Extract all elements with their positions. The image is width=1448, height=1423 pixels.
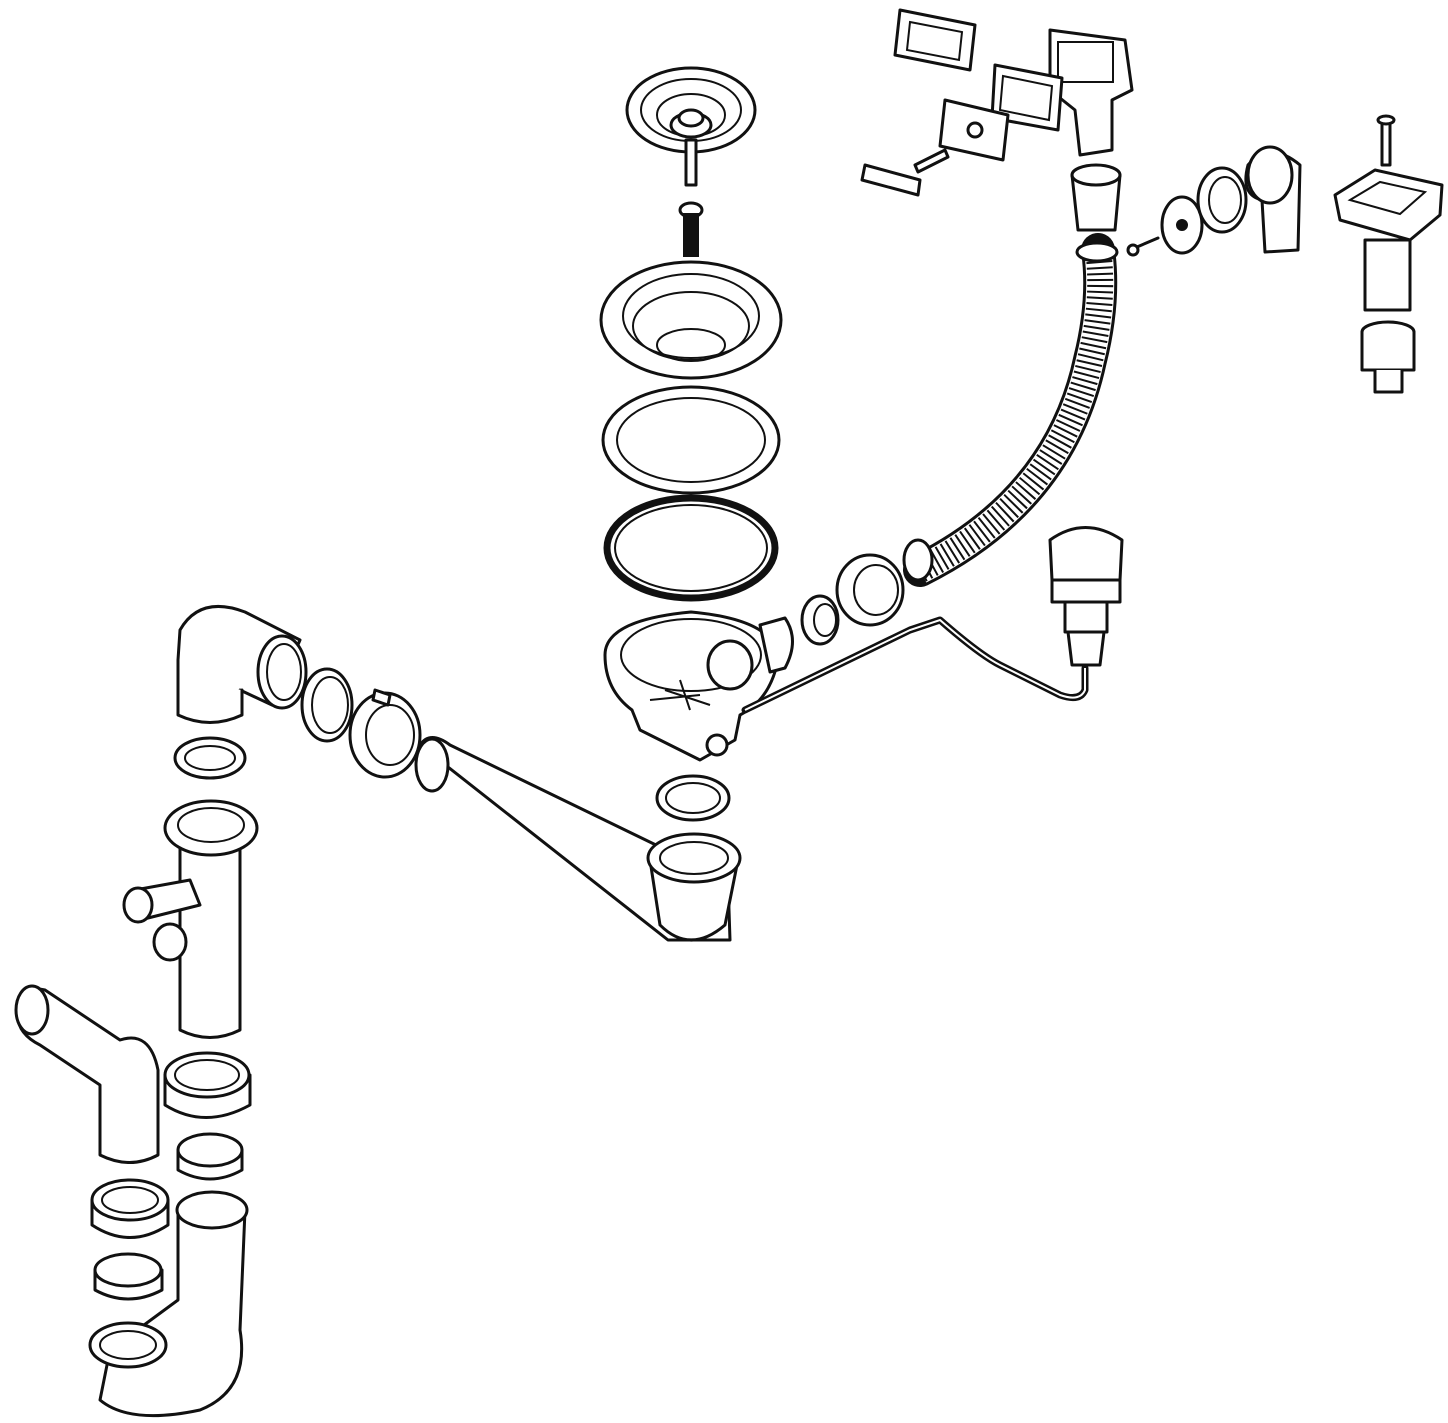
pipe-seal-ring <box>300 667 354 743</box>
overflow-cover-frames <box>893 8 1064 162</box>
pipe-union-nut <box>348 688 422 779</box>
flat-gasket-ring <box>601 385 781 495</box>
overflow-corrugated-hose <box>902 233 1119 587</box>
overflow-rosette <box>1160 195 1204 255</box>
trap-gasket-upper <box>176 1132 244 1181</box>
trap-nut-upper <box>163 1051 252 1119</box>
sink-outlet-body <box>603 610 794 762</box>
small-gasket-ring <box>655 774 731 822</box>
rectangular-overflow-unit <box>1333 168 1444 394</box>
actuator-cable <box>741 616 1089 714</box>
overflow-screw-vertical <box>1376 114 1396 167</box>
elbow-gasket <box>173 736 247 780</box>
connector-cap <box>152 922 188 962</box>
sink-outlet-tailpiece <box>646 832 742 942</box>
pop-up-actuator-knob <box>1048 526 1124 667</box>
overflow-elbow <box>1244 145 1302 254</box>
overflow-washer <box>1196 166 1248 234</box>
trap-nut-lower <box>90 1178 170 1239</box>
u-trap <box>88 1190 249 1418</box>
rubber-seal-ring <box>603 494 779 602</box>
pipe-elbow <box>176 604 308 724</box>
vertical-pipe <box>163 799 259 1039</box>
appliance-hose-connector <box>122 878 202 924</box>
outlet-elbow-pipe <box>14 984 160 1164</box>
union-nut <box>835 553 905 627</box>
overflow-outlet-adapter <box>1070 163 1122 232</box>
sink-strainer-flange <box>599 260 783 380</box>
trap-gasket-lower <box>93 1252 164 1301</box>
small-screw <box>1126 236 1160 257</box>
screw-bolt <box>678 201 704 257</box>
strainer-basket-plug <box>625 66 757 187</box>
overflow-screw-and-plate <box>860 148 950 197</box>
horizontal-drain-pipe <box>414 736 732 942</box>
overflow-seal <box>800 594 840 646</box>
